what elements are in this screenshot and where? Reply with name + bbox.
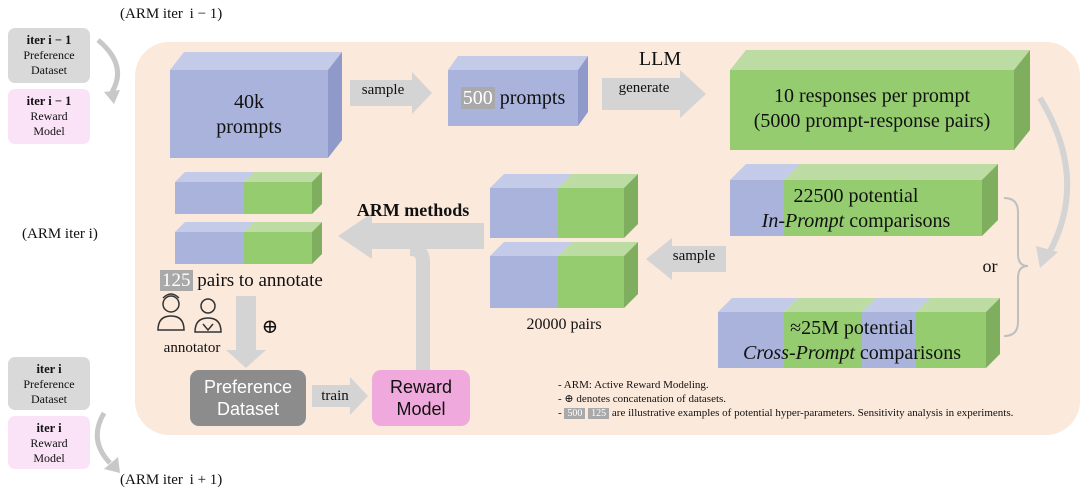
arrow-sample-middle bbox=[646, 238, 726, 280]
reward-model-line1: Reward bbox=[389, 377, 453, 397]
cur-dataset-header: iter i bbox=[36, 362, 62, 376]
prev-preference-dataset-box: iter i − 1 Preference Dataset bbox=[8, 28, 90, 83]
in-prompt-line2: In-Prompt comparisons bbox=[730, 209, 982, 234]
bracket bbox=[1003, 197, 1029, 337]
cur-model-line1: Reward bbox=[30, 436, 68, 450]
cur-model-header: iter i bbox=[36, 421, 62, 435]
arrow-sample-top bbox=[350, 72, 432, 114]
annotator-icon bbox=[157, 293, 222, 333]
annotate-text: pairs to annotate bbox=[192, 270, 323, 291]
annotate-number: 125 bbox=[160, 270, 193, 291]
cross-prompt-label: ≈25M potential Cross-Prompt comparisons bbox=[718, 316, 986, 366]
curve-arrow-bottom bbox=[94, 411, 120, 473]
legend-item-2: - ⊕ denotes concatenation of datasets. bbox=[558, 393, 727, 405]
legend-num-125: 125 bbox=[588, 408, 610, 419]
pairs-20000-label: 20000 pairs bbox=[526, 316, 602, 333]
in-prompt-line1: 22500 potential bbox=[793, 185, 919, 207]
preference-dataset-box: Preference Dataset bbox=[190, 370, 306, 426]
cur-dataset-line2: Dataset bbox=[31, 392, 67, 406]
cur-preference-dataset-box: iter i Preference Dataset bbox=[8, 357, 90, 410]
cross-prompt-line1: ≈25M potential bbox=[790, 317, 914, 339]
prompts-500-text: prompts bbox=[494, 87, 566, 109]
prev-dataset-line1: Preference bbox=[23, 48, 75, 62]
annotate-label: 125 pairs to annotate bbox=[160, 270, 323, 292]
generate-label: generate bbox=[618, 80, 670, 96]
sample-top-label: sample bbox=[361, 82, 405, 98]
prev-model-line1: Reward bbox=[30, 109, 68, 123]
preference-dataset-line2: Dataset bbox=[216, 399, 280, 419]
reward-model-box: Reward Model bbox=[372, 370, 470, 426]
cur-model-line2: Model bbox=[33, 451, 65, 465]
legend-item-3-prefix: - bbox=[558, 407, 565, 419]
cube-annotate-stack bbox=[175, 172, 322, 264]
reward-model-line2: Model bbox=[396, 399, 446, 419]
legend: - ARM: Active Reward Modeling. - ⊕ denot… bbox=[558, 378, 1013, 421]
cube-responses bbox=[730, 50, 1030, 150]
cross-prompt-line2: Cross-Prompt comparisons bbox=[718, 341, 986, 366]
prev-dataset-header: iter i − 1 bbox=[26, 33, 72, 47]
iter-next-label: (ARM iter i + 1) bbox=[120, 472, 223, 488]
prompts-40k-label: 40k prompts bbox=[170, 90, 328, 140]
prev-reward-model-box: iter i − 1 Reward Model bbox=[8, 89, 90, 144]
in-prompt-label: 22500 potential In-Prompt comparisons bbox=[730, 184, 982, 234]
arrow-arm-methods bbox=[338, 213, 484, 259]
iter-current-label: (ARM iter i) bbox=[22, 226, 98, 242]
cross-prompt-italic: Cross-Prompt bbox=[743, 342, 855, 364]
curve-arrow-top bbox=[96, 38, 121, 104]
sample-middle-label: sample bbox=[672, 248, 716, 264]
concat-symbol: ⊕ bbox=[261, 316, 279, 338]
responses-line1: 10 responses per prompt bbox=[773, 85, 971, 107]
cur-dataset-line1: Preference bbox=[23, 377, 75, 391]
prev-model-header: iter i − 1 bbox=[26, 94, 72, 108]
cube-40k-prompts bbox=[170, 52, 342, 158]
prompts-40k-line2: prompts bbox=[216, 116, 282, 138]
responses-label: 10 responses per prompt (5000 prompt-res… bbox=[730, 84, 1014, 134]
cur-reward-model-box: iter i Reward Model bbox=[8, 416, 90, 469]
cube-pairs-stack bbox=[490, 174, 638, 308]
annotator-label: annotator bbox=[163, 340, 221, 356]
prompts-500-number: 500 bbox=[460, 87, 495, 109]
prev-dataset-line2: Dataset bbox=[31, 63, 67, 77]
preference-dataset-line1: Preference bbox=[203, 377, 293, 397]
responses-line2: (5000 prompt-response pairs) bbox=[753, 110, 991, 132]
in-prompt-italic: In-Prompt bbox=[761, 210, 845, 232]
train-label: train bbox=[321, 388, 349, 404]
legend-item-3-text: are illustrative examples of potential h… bbox=[609, 407, 1014, 419]
in-prompt-rest: comparisons bbox=[844, 210, 951, 232]
arrow-reward-to-arm bbox=[409, 242, 430, 370]
or-label: or bbox=[982, 256, 998, 276]
prev-model-line2: Model bbox=[33, 124, 65, 138]
cube-in-prompt bbox=[730, 164, 998, 236]
prompts-500-label: 500 prompts bbox=[448, 86, 578, 111]
arm-methods-label: ARM methods bbox=[356, 200, 470, 220]
cube-cross-prompt bbox=[718, 298, 1000, 368]
legend-item-1: - ARM: Active Reward Modeling. bbox=[558, 379, 709, 391]
legend-item-3: - 500 125 are illustrative examples of p… bbox=[558, 406, 1013, 421]
arrow-generate bbox=[602, 70, 706, 118]
prompts-40k-line1: 40k bbox=[234, 91, 264, 113]
legend-num-500: 500 bbox=[564, 408, 586, 419]
cross-prompt-rest: comparisons bbox=[854, 342, 961, 364]
arrow-curve-right bbox=[1037, 96, 1071, 257]
llm-label: LLM bbox=[638, 48, 682, 70]
arrow-down-to-dataset bbox=[226, 296, 266, 368]
arrow-train bbox=[312, 377, 368, 415]
iter-prev-label: (ARM iter i − 1) bbox=[120, 6, 223, 22]
